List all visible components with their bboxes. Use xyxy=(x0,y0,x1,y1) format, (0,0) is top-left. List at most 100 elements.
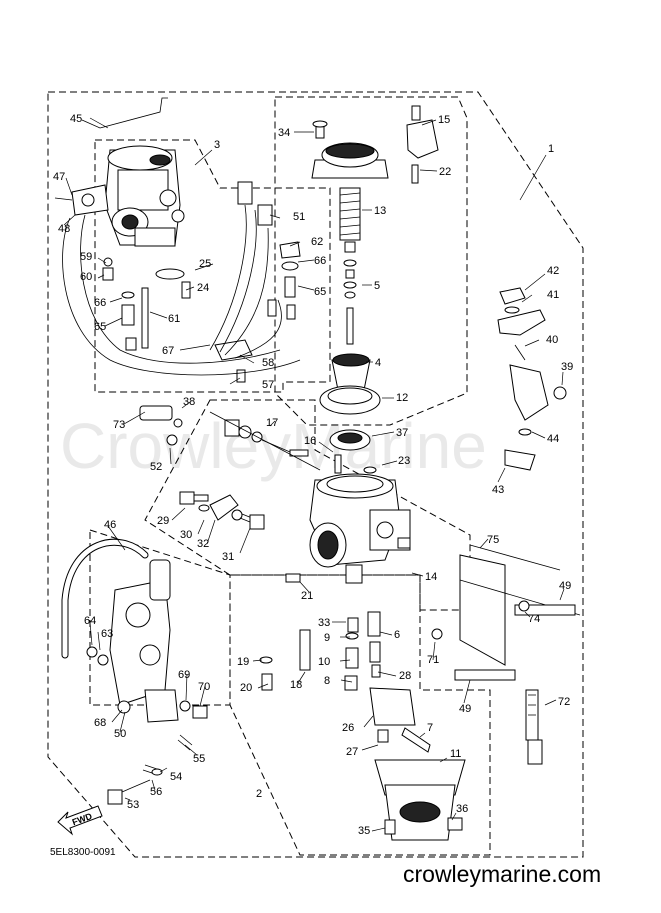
callout-label: 24 xyxy=(197,282,209,294)
leader-lines xyxy=(63,117,565,832)
callout-label: 55 xyxy=(193,753,205,765)
callout-label: 67 xyxy=(162,345,174,357)
callout-label: 58 xyxy=(262,357,274,369)
callout-label: 70 xyxy=(198,681,210,693)
callout-label: 59 xyxy=(80,251,92,263)
choke-parts xyxy=(179,491,265,530)
callout-label: 63 xyxy=(101,628,113,640)
callout-label: 4 xyxy=(375,357,381,369)
callout-label: 19 xyxy=(237,656,249,668)
callout-label: 11 xyxy=(450,748,461,760)
callout-label: 52 xyxy=(150,461,162,473)
callout-label: 2 xyxy=(256,788,262,800)
callout-label: 61 xyxy=(168,313,180,325)
callout-label: 75 xyxy=(487,534,499,546)
vacuum-chamber-parts xyxy=(311,105,439,451)
pilot-screw-assembly xyxy=(139,405,321,471)
assembly-2-boundary xyxy=(229,574,491,856)
callout-label: 56 xyxy=(150,786,162,798)
callout-label: 3 xyxy=(214,139,220,151)
callout-label: 51 xyxy=(293,211,305,223)
callout-label: 57 xyxy=(262,379,274,391)
callout-label: 40 xyxy=(546,334,558,346)
callout-label: 20 xyxy=(240,682,252,694)
callout-label: 5 xyxy=(374,280,380,292)
callout-label: 23 xyxy=(398,455,410,467)
site-caption: crowleymarine.com xyxy=(403,861,601,887)
callout-label: 48 xyxy=(58,223,70,235)
callout-label: 49 xyxy=(459,703,471,715)
callout-label: 62 xyxy=(311,236,323,248)
callout-label: 47 xyxy=(53,171,65,183)
callout-label: 66 xyxy=(314,255,326,267)
callout-label: 54 xyxy=(170,771,182,783)
carburetor-small-assembly xyxy=(54,97,253,383)
callout-label: 34 xyxy=(278,127,290,139)
callout-label: 71 xyxy=(427,654,439,666)
forward-arrow-icon: FWD xyxy=(57,805,103,836)
callout-label: 9 xyxy=(324,632,330,644)
fwd-label: FWD xyxy=(71,811,94,828)
callout-label: 26 xyxy=(342,722,354,734)
callout-label: 43 xyxy=(492,484,504,496)
callout-label: 8 xyxy=(324,675,330,687)
callout-label: 29 xyxy=(157,515,169,527)
callout-label: 28 xyxy=(399,670,411,682)
callout-label: 31 xyxy=(222,551,234,563)
callout-label: 25 xyxy=(199,258,211,270)
callout-label: 41 xyxy=(547,289,559,301)
callout-label: 12 xyxy=(396,392,408,404)
callout-label: 69 xyxy=(178,669,190,681)
callout-label: 42 xyxy=(547,265,559,277)
fuel-pump-assembly xyxy=(61,538,208,805)
callout-label: 35 xyxy=(358,825,370,837)
callout-label: 14 xyxy=(425,571,437,583)
callout-label: 73 xyxy=(113,419,125,431)
callout-label: 66 xyxy=(94,297,106,309)
callout-label: 6 xyxy=(394,629,400,641)
callout-label: 53 xyxy=(127,799,139,811)
assembly-boundary-outer xyxy=(47,91,584,858)
callout-label: 65 xyxy=(94,321,106,333)
assembly-3-boundary xyxy=(94,139,331,393)
top-cover-boundary xyxy=(274,96,468,426)
callout-label: 60 xyxy=(80,271,92,283)
callout-label: 74 xyxy=(528,613,540,625)
callout-label: 13 xyxy=(374,205,386,217)
callout-label: 39 xyxy=(561,361,573,373)
callout-label: 16 xyxy=(304,435,316,447)
callout-label: 30 xyxy=(180,529,192,541)
callout-label: 72 xyxy=(558,696,570,708)
callout-label: 21 xyxy=(301,590,313,602)
callout-labels: 1 2 3 4 5 6 7 8 9 10 11 12 13 14 15 16 1… xyxy=(53,113,573,837)
callout-label: 33 xyxy=(318,617,330,629)
float-chamber-assembly xyxy=(259,573,466,841)
callout-label: 44 xyxy=(547,433,559,445)
callout-label: 64 xyxy=(84,615,96,627)
callout-label: 32 xyxy=(197,538,209,550)
callout-label: 38 xyxy=(183,396,195,408)
assembly-mid-boundary xyxy=(144,399,471,611)
assembly-left-boundary xyxy=(89,529,231,706)
throttle-linkage xyxy=(431,287,581,765)
callout-label: 65 xyxy=(314,286,326,298)
callout-label: 15 xyxy=(438,114,450,126)
callout-label: 18 xyxy=(290,679,302,691)
callout-label: 27 xyxy=(346,746,358,758)
callout-label: 46 xyxy=(104,519,116,531)
callout-label: 22 xyxy=(439,166,451,178)
callout-label: 17 xyxy=(266,417,278,429)
main-carburetor-body xyxy=(309,454,411,584)
callout-label: 50 xyxy=(114,728,126,740)
callout-label: 7 xyxy=(427,722,433,734)
callout-label: 37 xyxy=(396,427,408,439)
callout-label: 68 xyxy=(94,717,106,729)
diagram-code: 5EL8300-0091 xyxy=(50,847,116,858)
callout-label: 36 xyxy=(456,803,468,815)
callout-label: 45 xyxy=(70,113,82,125)
callout-label: 1 xyxy=(548,143,554,155)
watermark: CrowleyMarine xyxy=(60,410,487,482)
callout-label: 10 xyxy=(318,656,330,668)
fuel-hoses xyxy=(62,181,301,376)
